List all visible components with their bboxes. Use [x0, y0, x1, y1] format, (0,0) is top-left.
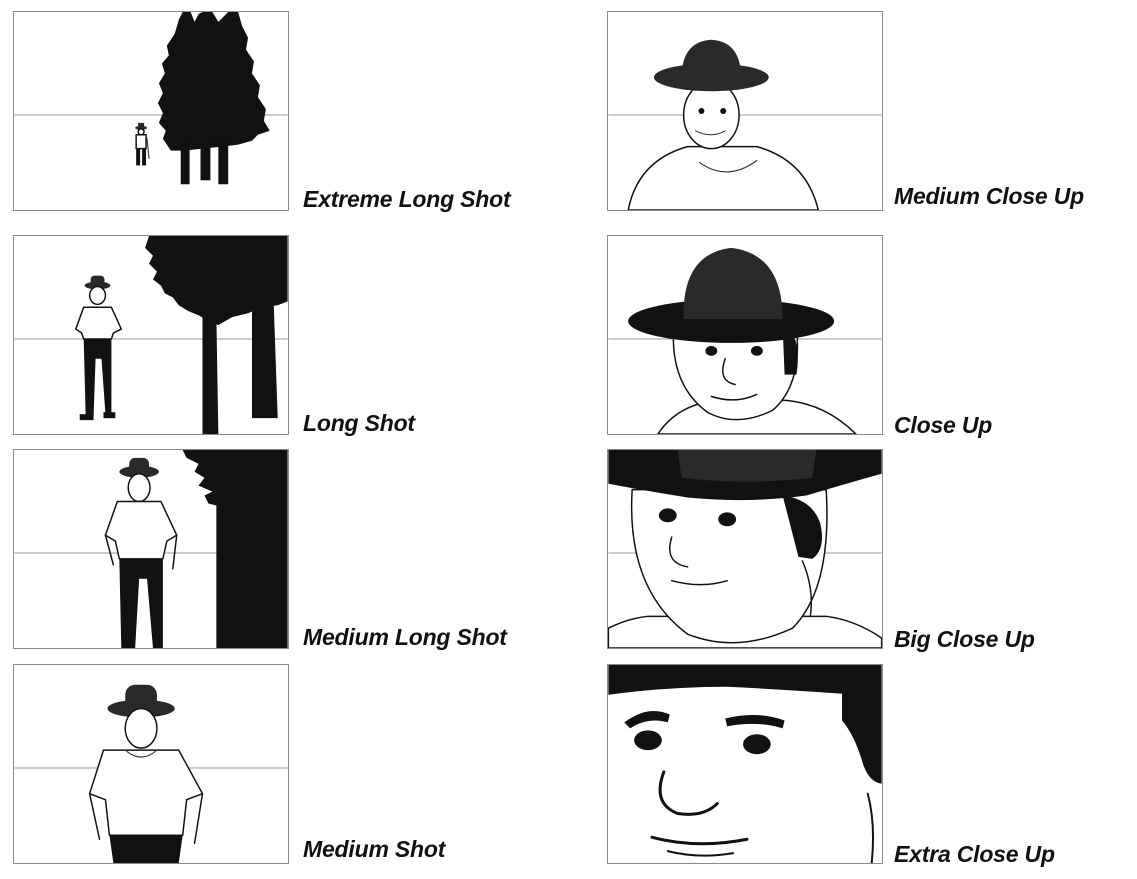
tiny-man-figure [135, 122, 150, 166]
medium-shot-illustration [14, 684, 288, 863]
panel-long-shot [13, 235, 289, 435]
panel-medium-close-up [607, 11, 883, 211]
man-face [608, 665, 882, 863]
trees [145, 236, 288, 434]
label-medium-close-up: Medium Close Up [894, 183, 1084, 209]
label-medium-long-shot: Medium Long Shot [303, 624, 507, 650]
trees [157, 12, 270, 185]
close-up-illustration [608, 247, 882, 434]
label-close-up: Close Up [894, 412, 993, 438]
label-big-close-up: Big Close Up [894, 626, 1035, 652]
man-face [628, 247, 857, 434]
label-extra-close-up: Extra Close Up [894, 841, 1055, 867]
panel-extra-close-up [607, 664, 883, 864]
long-shot-illustration [14, 236, 288, 434]
man-face [608, 450, 882, 648]
panel-medium-shot [13, 664, 289, 864]
panel-extreme-long-shot [13, 11, 289, 211]
extreme-long-shot-illustration [14, 12, 288, 185]
man-figure [104, 457, 178, 648]
man-figure [75, 275, 123, 421]
man-figure [627, 39, 820, 210]
tree-trunk [182, 450, 288, 648]
panel-close-up [607, 235, 883, 435]
label-extreme-long-shot: Extreme Long Shot [303, 186, 511, 212]
label-medium-shot: Medium Shot [303, 836, 446, 862]
panel-medium-long-shot [13, 449, 289, 649]
man-figure [88, 684, 204, 863]
medium-close-up-illustration [608, 39, 882, 210]
medium-long-shot-illustration [14, 450, 288, 648]
panel-big-close-up [607, 449, 883, 649]
big-close-up-illustration [608, 450, 882, 648]
extra-close-up-illustration [608, 665, 882, 863]
label-long-shot: Long Shot [303, 410, 415, 436]
